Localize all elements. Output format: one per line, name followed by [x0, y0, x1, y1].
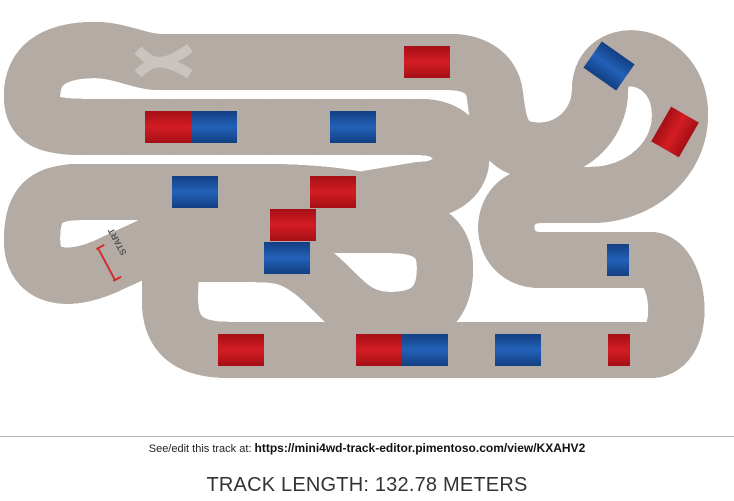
red-segment [404, 46, 450, 78]
track-length: TRACK LENGTH: 132.78 METERS [0, 474, 734, 497]
blue-segment [264, 242, 310, 274]
track-length-label: TRACK LENGTH: [206, 474, 370, 496]
segment-markers [145, 41, 699, 366]
blue-segment [402, 334, 448, 366]
blue-segment [191, 111, 237, 143]
red-segment [608, 334, 630, 366]
blue-segment [495, 334, 541, 366]
blue-segment [583, 41, 635, 91]
blue-segment [172, 176, 218, 208]
track-link-line: See/edit this track at: https://mini4wd-… [0, 441, 734, 455]
link-prefix: See/edit this track at: [148, 443, 252, 455]
divider [0, 436, 734, 437]
red-segment [310, 176, 356, 208]
track-length-value: 132.78 METERS [374, 474, 528, 496]
blue-segment [330, 111, 376, 143]
red-segment [356, 334, 402, 366]
blue-segment [607, 244, 629, 276]
red-segment [145, 111, 191, 143]
red-segment [218, 334, 264, 366]
track-canvas: START [4, 22, 708, 378]
lane-changer [134, 43, 193, 79]
red-segment [651, 106, 699, 158]
track-url-link[interactable]: https://mini4wd-track-editor.pimentoso.c… [254, 441, 586, 455]
red-segment [270, 209, 316, 241]
